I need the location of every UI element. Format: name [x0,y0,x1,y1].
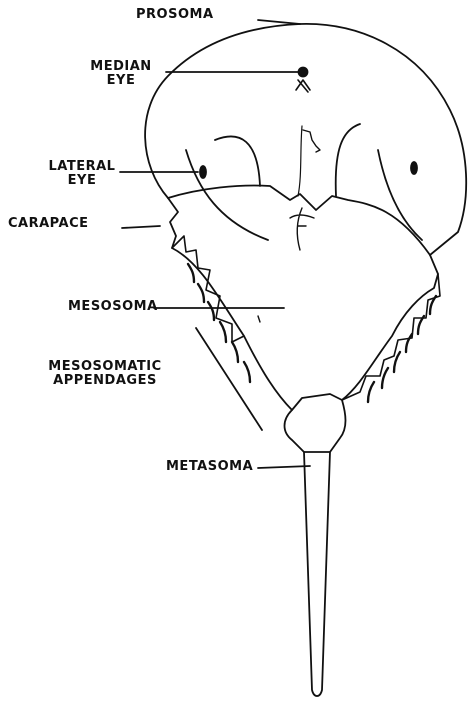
label-median-eye: MEDIAN EYE [66,60,176,88]
leader-carapace [122,226,160,228]
label-mesosoma: MESOSOMA [68,300,158,314]
leader-mesosomatic-appendages [196,328,262,430]
right-cardiac-ridge [336,124,360,196]
left-cardiac-ridge [215,136,260,186]
label-lateral-eye: LATERAL EYE [34,160,130,188]
label-prosoma: PROSOMA [136,8,214,22]
label-metasoma: METASOMA [166,460,253,474]
label-mesosomatic-appendages-line2: APPENDAGES [20,374,190,388]
right-mesosomatic-appendages [368,296,436,402]
right-lateral-eye [411,162,417,174]
left-lateral-ridge [186,150,268,240]
label-lateral-eye-line2: EYE [34,174,130,188]
left-marginal-spines [172,236,244,342]
metasoma-spine [304,452,330,696]
label-mesosomatic-appendages: MESOSOMATIC APPENDAGES [20,360,190,388]
leader-metasoma [258,466,310,468]
label-carapace: CARAPACE [8,217,89,231]
median-eye [299,68,308,77]
label-mesosomatic-appendages-line1: MESOSOMATIC [20,360,190,374]
prosoma-outline [145,24,466,255]
left-lateral-eye [200,166,206,178]
label-median-eye-line2: EYE [66,74,176,88]
leader-prosoma [258,20,300,24]
label-median-eye-line1: MEDIAN [66,60,176,74]
median-ridge [298,126,302,196]
label-lateral-eye-line1: LATERAL [34,160,130,174]
